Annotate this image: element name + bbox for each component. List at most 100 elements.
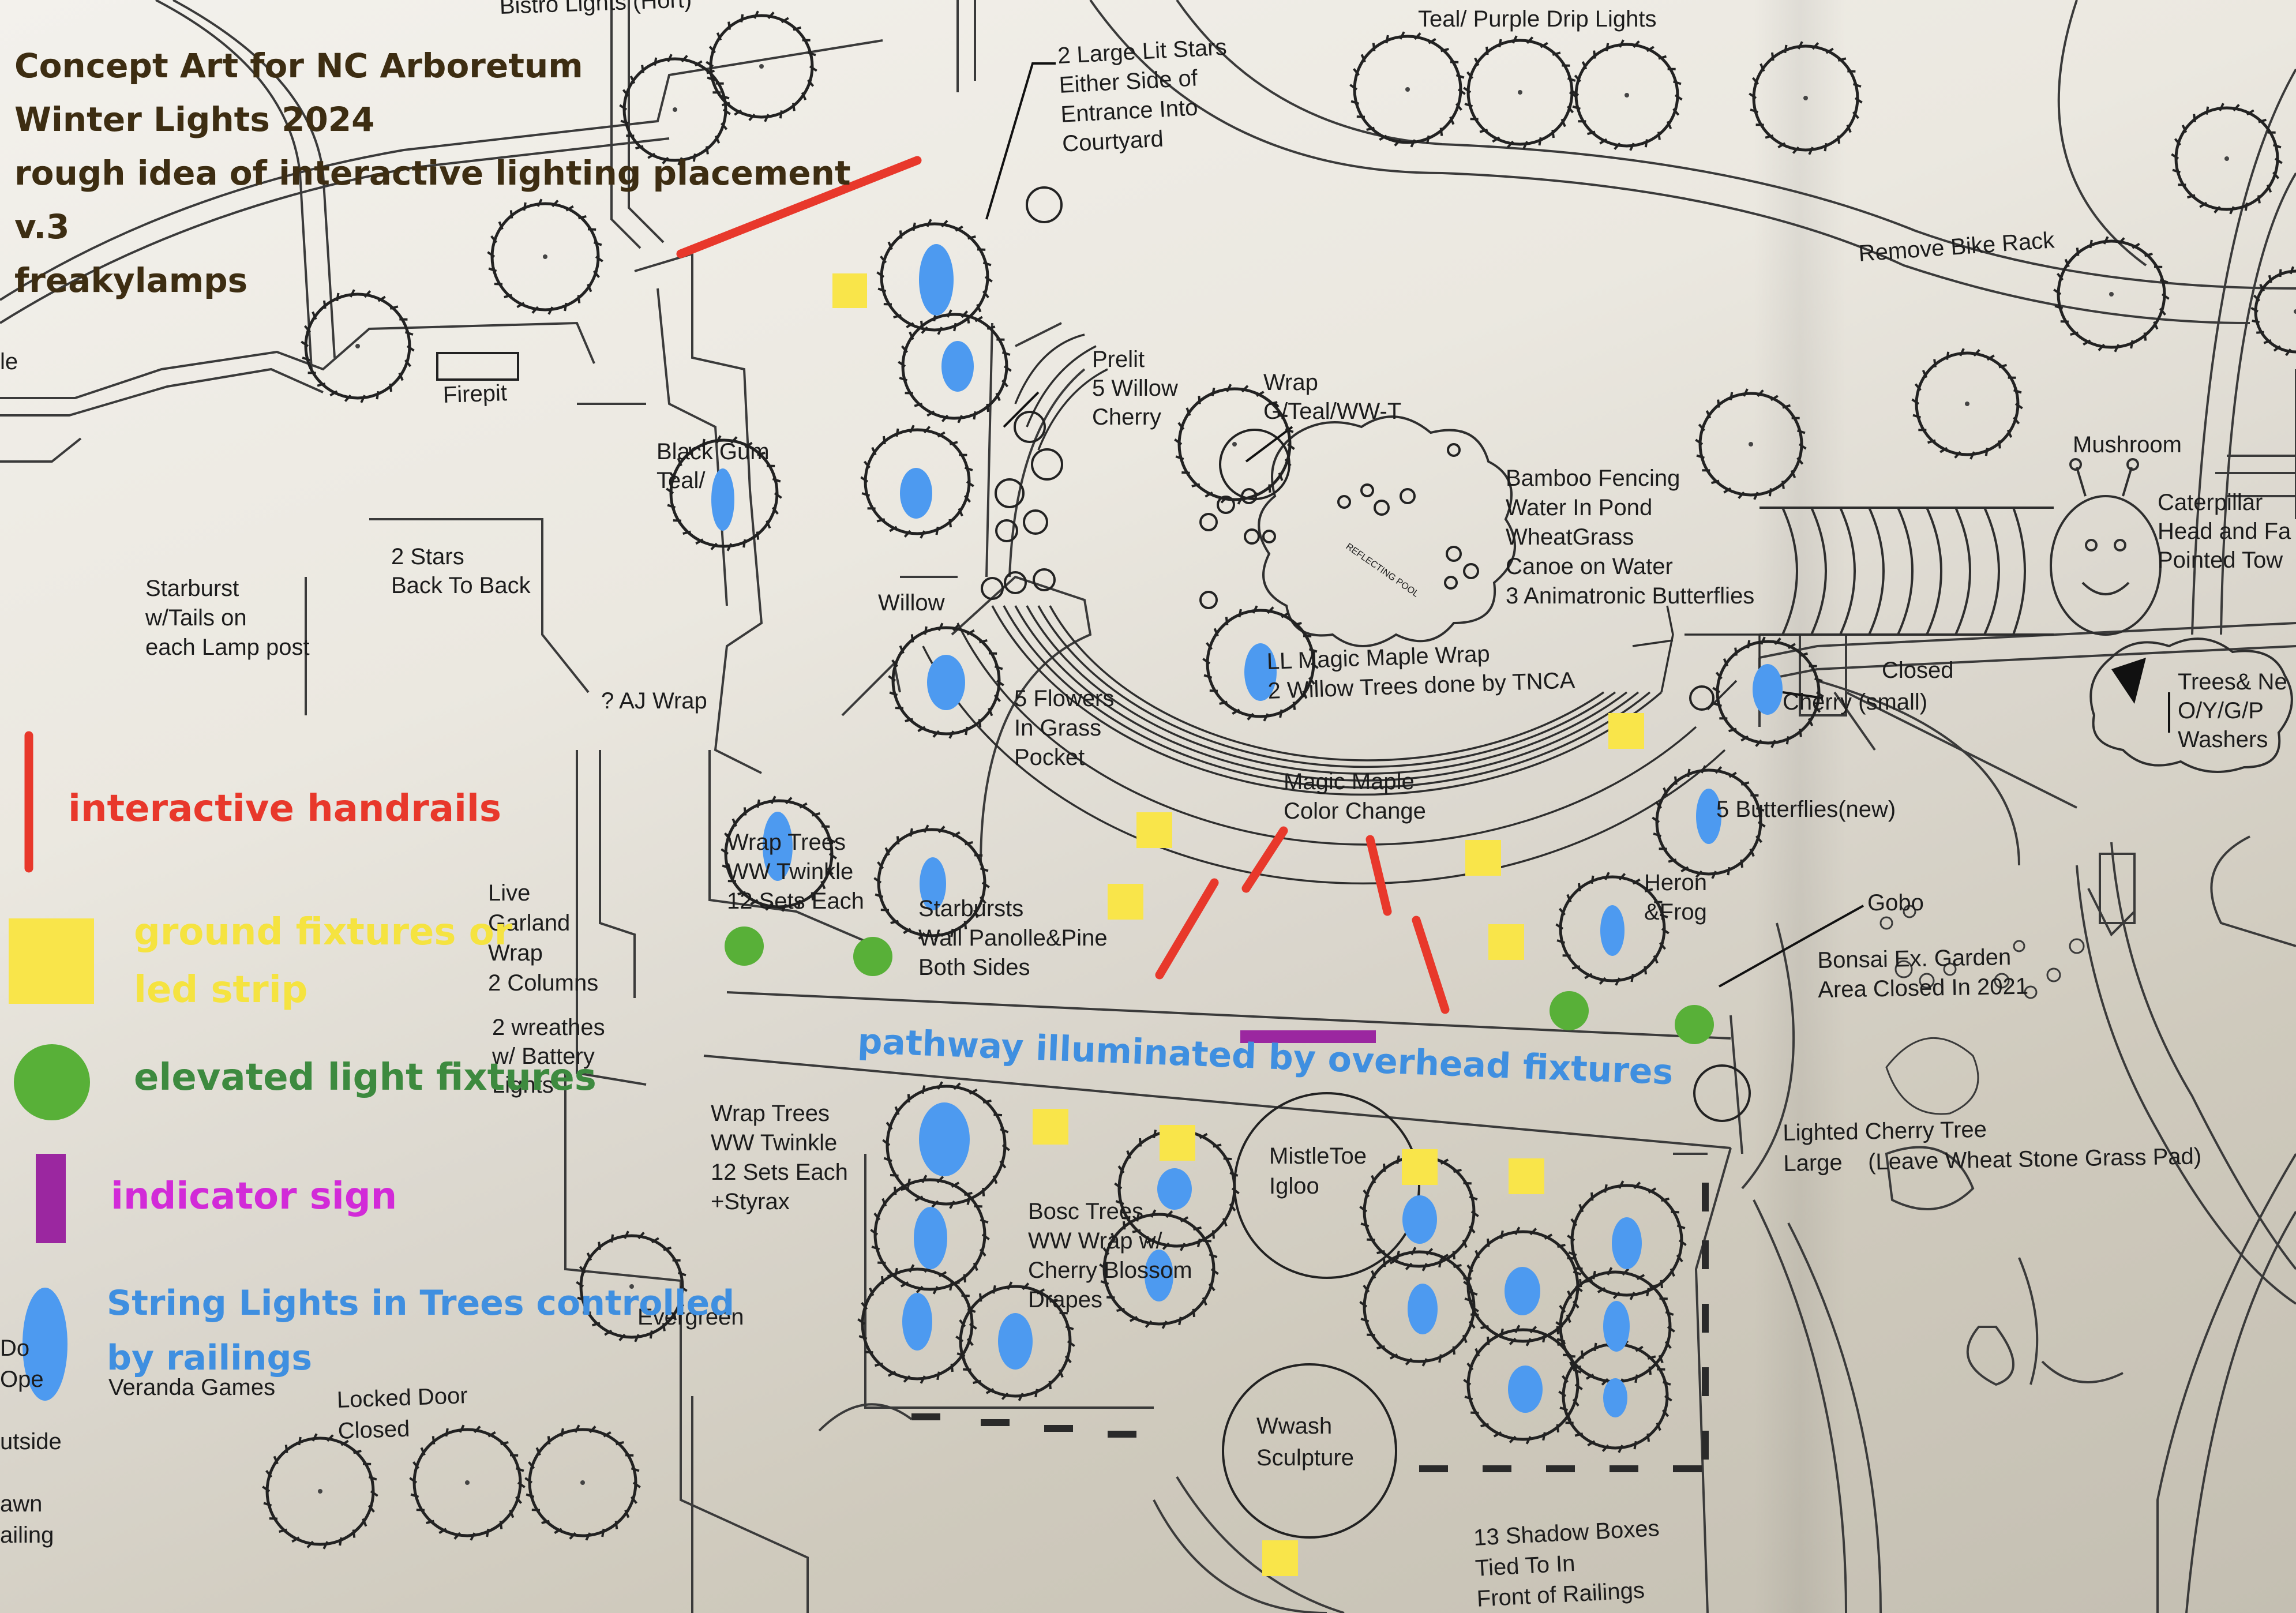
label-wrap-trees-bottom: Wrap Trees WW Twinkle 12 Sets Each +Styr… [711,1101,848,1214]
indicator-sign [1240,1030,1376,1043]
flag-marker-icon [2111,658,2146,704]
cloud-bubble [2089,637,2293,773]
string-light [1603,1378,1627,1417]
small-fountain-circle [1693,1064,1751,1122]
string-light [763,812,793,881]
label-wwash-sculpture: Wwash Sculpture [1256,1413,1354,1471]
label-heron-frog: Heron &Frog [1644,870,1707,925]
tree-symbol [1652,765,1766,879]
tree-symbol [1463,1325,1583,1445]
ground-fixture [1488,924,1524,960]
ground-fixture [1509,1158,1544,1194]
handrail-2 [1241,826,1288,893]
ground-fixtures [9,273,1644,1576]
tree-symbol [1712,636,1824,748]
ground-fixture [1262,1540,1298,1576]
label-black-gum: Black Gum Teal/ [656,439,770,493]
string-light [1505,1267,1540,1315]
tree-symbol [888,622,1004,739]
tree-symbol [1567,1180,1687,1300]
label-teal-purple-drip: Teal/ Purple Drip Lights [1418,6,1657,32]
label-starburst-lamp: Starburst w/Tails on each Lamp post [145,576,310,660]
ground-fixture [1033,1109,1068,1145]
label-five-butterflies: 5 Butterflies(new) [1716,797,1896,822]
tree-symbol [1202,605,1319,722]
legend-string-label-1: String Lights in Trees controlled [107,1283,735,1323]
string-light [1145,1250,1173,1301]
tree-symbol [262,1433,378,1550]
tree-symbol [2250,266,2296,357]
legend-ground-label-2: led strip [134,969,308,1011]
tree-symbol [1695,388,1807,500]
handrail-3 [1365,835,1392,916]
string-light [1753,664,1783,715]
string-light [998,1313,1033,1370]
tree-symbol [882,1081,1010,1209]
concept-title-block: Concept Art for NC Arboretum Winter Ligh… [14,39,851,307]
tree-symbol [576,1231,688,1342]
label-starbursts-wall: Starbursts Wall Panolle&Pine Both Sides [918,896,1108,980]
string-light [927,655,965,710]
handrail-4 [1412,916,1450,1014]
title-line-4: v.3 [14,207,70,246]
label-trees-ne: Trees& Ne O/Y/G/P Washers [2178,669,2287,752]
label-caterpillar: Caterpillar Head and Fa Pointed Tow [2158,490,2291,573]
elevated-fixture [1675,1005,1714,1044]
tree-symbol [1911,348,2023,460]
string-light [1612,1217,1642,1269]
tree-symbol [487,198,603,315]
legend-string-label-2: by railings [107,1338,313,1378]
elevated-fixtures [14,926,1714,1120]
label-bamboo-fencing: Bamboo Fencing Water In Pond WheatGrass … [1506,466,1755,609]
string-light [1157,1168,1192,1210]
string-light [1408,1284,1438,1334]
tree-symbol [1359,1247,1479,1367]
label-willow: Willow [878,590,945,616]
label-two-wreathes: 2 wreathes w/ Battery Lights [492,1015,605,1098]
tree-symbol [524,1424,641,1541]
label-large-lit-stars: 2 Large Lit Stars Either Side of Entranc… [1057,34,1228,157]
legend-ground-swatch [9,918,94,1004]
handrail-entrance [676,156,922,258]
indicator-signs [36,1030,1376,1243]
label-live-garland: Live Garland Wrap 2 Columns [488,880,599,996]
tree-symbol [873,824,990,941]
handrail-1 [1155,878,1219,980]
label-aj-wrap: ? AJ Wrap [601,688,707,714]
tree-symbol [2171,103,2283,215]
legend-ground-label-1: ground fixtures or [134,911,513,954]
string-light [900,468,932,519]
label-locked-door: Locked Door Closed [336,1383,468,1444]
courtyard-arcs [922,333,1761,885]
string-light [1244,643,1277,701]
label-mistletoe-igloo: MistleToe Igloo [1269,1143,1367,1199]
string-light [1508,1366,1543,1413]
bonsai-garden-rocks [1879,905,2085,1115]
ground-fixture [1608,713,1644,749]
elevated-fixture [853,937,892,976]
label-bonsai-garden: Bonsai Ex. Garden Area Closed In 2021 [1817,944,2029,1003]
string-light [1696,789,1721,844]
legend-elevated-swatch [14,1044,90,1120]
label-two-stars: 2 Stars Back To Back [391,544,531,598]
label-mushroom: Mushroom [2073,432,2182,457]
string-light [920,857,946,910]
string-light [1603,1301,1630,1352]
string-light [1402,1195,1437,1244]
tree-symbol [409,1424,526,1541]
tree-symbol [301,289,415,403]
ground-fixture [1160,1125,1195,1161]
string-light [1600,905,1625,956]
legend-string-swatch [22,1288,67,1401]
ground-fixture [1465,840,1501,876]
label-closed: Closed [1882,658,1954,683]
label-ll-magic-maple: LL Magic Maple Wrap 2 Willow Trees done … [1266,641,1575,704]
tree-symbol [860,425,974,539]
tree-symbol [619,54,731,166]
tree-symbol [1558,1339,1672,1453]
tree-symbol [1571,39,1683,151]
label-prelit-willow: Prelit 5 Willow Cherry [1092,347,1178,430]
prelit-circles [981,186,1751,1539]
